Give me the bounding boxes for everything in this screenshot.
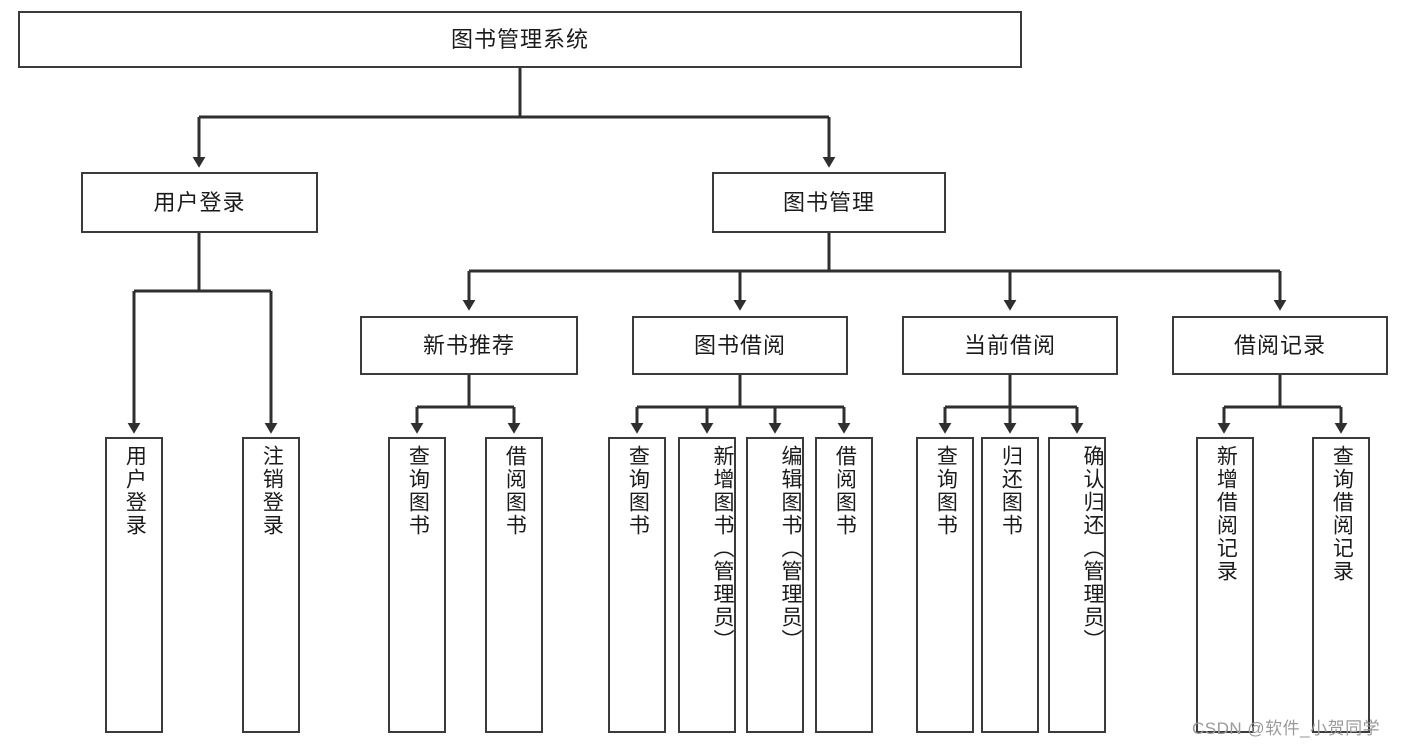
leaf-new-book-query-book[interactable]: 查询图书 [388, 437, 446, 733]
node-label: 新书推荐 [422, 332, 515, 358]
leaf-borrow-records-add-record[interactable]: 新增借阅记录 [1196, 437, 1254, 733]
node-label: 查询图书 [934, 445, 958, 537]
node-borrow-records[interactable]: 借阅记录 [1172, 316, 1388, 375]
watermark: CSDN @软件_小贺同学 [1192, 714, 1380, 739]
leaf-book-borrow-borrow-book[interactable]: 借阅图书 [815, 437, 873, 733]
node-label: 用户登录 [153, 189, 246, 215]
node-label: 查询图书 [626, 445, 650, 537]
node-label: 图书借阅 [693, 332, 786, 358]
leaf-current-borrow-query-book[interactable]: 查询图书 [916, 437, 974, 733]
node-label: 图书管理 [782, 189, 875, 215]
node-current-borrow[interactable]: 当前借阅 [902, 316, 1118, 375]
leaf-book-borrow-edit-book-admin[interactable]: 编辑图书（管理员） [746, 437, 804, 733]
node-label: 新增图书（管理员） [711, 445, 734, 652]
leaf-borrow-records-query-record[interactable]: 查询借阅记录 [1312, 437, 1370, 733]
node-label: 用户登录 [123, 445, 147, 537]
leaf-current-borrow-confirm-return-admin[interactable]: 确认归还（管理员） [1048, 437, 1106, 733]
node-label: 查询借阅记录 [1330, 445, 1354, 583]
node-label: 新增借阅记录 [1214, 445, 1238, 583]
leaf-user-login-login[interactable]: 用户登录 [105, 437, 163, 733]
node-label: 归还图书 [999, 445, 1023, 537]
node-label: 借阅图书 [503, 445, 527, 537]
node-label: 注销登录 [260, 445, 284, 537]
node-root-book-management-system[interactable]: 图书管理系统 [18, 11, 1022, 68]
leaf-new-book-borrow-book[interactable]: 借阅图书 [485, 437, 543, 733]
leaf-current-borrow-return-book[interactable]: 归还图书 [981, 437, 1039, 733]
node-label: 查询图书 [406, 445, 430, 537]
node-label: 编辑图书（管理员） [779, 445, 802, 652]
leaf-user-login-logout[interactable]: 注销登录 [242, 437, 300, 733]
node-label: 当前借阅 [963, 332, 1056, 358]
leaf-book-borrow-query-book[interactable]: 查询图书 [608, 437, 666, 733]
node-book-borrow[interactable]: 图书借阅 [632, 316, 848, 375]
node-label: 确认归还（管理员） [1081, 445, 1104, 652]
leaf-book-borrow-add-book-admin[interactable]: 新增图书（管理员） [678, 437, 736, 733]
node-label: 借阅记录 [1233, 332, 1326, 358]
node-label: 借阅图书 [833, 445, 857, 537]
node-label: 图书管理系统 [450, 26, 589, 52]
node-new-book-recommend[interactable]: 新书推荐 [360, 316, 578, 375]
node-user-login[interactable]: 用户登录 [81, 172, 318, 233]
watermark-text: CSDN @软件_小贺同学 [1192, 719, 1381, 738]
node-book-management[interactable]: 图书管理 [712, 172, 946, 233]
